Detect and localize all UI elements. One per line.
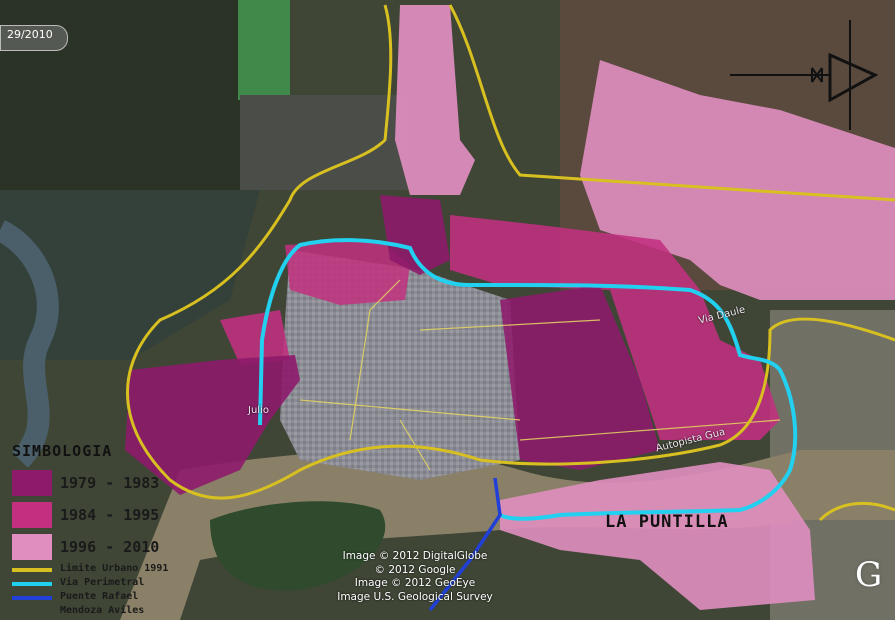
expansion-1984-1995-central — [285, 240, 410, 305]
legend-swatch-1996 — [12, 534, 52, 560]
legend-urban-limit: Limite Urbano 1991 — [12, 563, 212, 577]
expansion-1979-1983-north — [380, 195, 450, 275]
legend-mendoza-aviles: Mendoza Aviles — [12, 605, 212, 619]
street-network — [299, 279, 781, 471]
legend-line-blue — [12, 596, 52, 600]
urban-core — [280, 250, 520, 480]
credit-line: Image © 2012 DigitalGlobe — [342, 550, 488, 562]
north-arrow-icon — [730, 20, 879, 130]
green-fields — [238, 0, 290, 100]
legend-via-perimetral: Via Perimetral — [12, 577, 212, 591]
puente-rafael-line — [428, 477, 502, 612]
river-island — [210, 501, 386, 591]
expansion-1996-2010-la-puntilla — [500, 462, 815, 610]
legend-label-1979: 1979 - 1983 — [60, 474, 160, 492]
urban-limit-1991-line — [126, 4, 895, 500]
expansion-1996-2010-north — [395, 5, 475, 195]
imagery-credits: Image © 2012 DigitalGlobe © 2012 Google … — [330, 550, 500, 604]
credit-line: Image © 2012 GeoEye — [354, 577, 476, 589]
legend-label-urban-limit: Limite Urbano 1991 — [60, 563, 169, 574]
credit-line: © 2012 Google — [374, 563, 456, 576]
google-logo: G — [855, 555, 883, 595]
expansion-1984-1995-west — [220, 310, 290, 365]
legend-period-1984-1995: 1984 - 1995 — [12, 502, 272, 532]
legend-swatch-1979 — [12, 470, 52, 496]
place-label-la-puntilla: LA PUNTILLA — [605, 512, 729, 532]
via-perimetral-line — [258, 238, 798, 521]
estuary-area — [0, 190, 260, 360]
urban-limit-1991-east — [818, 501, 895, 522]
legend-swatch-1984 — [12, 502, 52, 528]
legend-label-1996: 1996 - 2010 — [60, 538, 160, 556]
legend-label-1984: 1984 - 1995 — [60, 506, 160, 524]
credit-line: Image U.S. Geological Survey — [337, 590, 493, 603]
legend-period-1979-1983: 1979 - 1983 — [12, 470, 272, 500]
expansion-1979-1983-west — [125, 355, 300, 495]
legend-label-puente-rafael: Puente Rafael — [60, 591, 139, 602]
expansion-1979-1983-east — [500, 285, 660, 470]
legend-line-cyan — [12, 582, 52, 586]
legend-period-1996-2010: 1996 - 2010 — [12, 534, 272, 564]
legend-label-mendoza-aviles: Mendoza Aviles — [60, 605, 145, 616]
legend-label-via-perimetral: Via Perimetral — [60, 577, 145, 588]
expansion-1984-1995-north — [450, 215, 780, 440]
estuary-channel — [0, 220, 59, 468]
imagery-date-badge[interactable]: 29/2010 — [0, 25, 68, 51]
legend-line-yellow — [12, 568, 52, 572]
legend-title: SIMBOLOGIA — [12, 442, 113, 460]
urban-limit-1991-north — [448, 4, 895, 202]
legend-puente-rafael: Puente Rafael — [12, 591, 212, 605]
road-label-julio: Julio — [248, 405, 269, 416]
